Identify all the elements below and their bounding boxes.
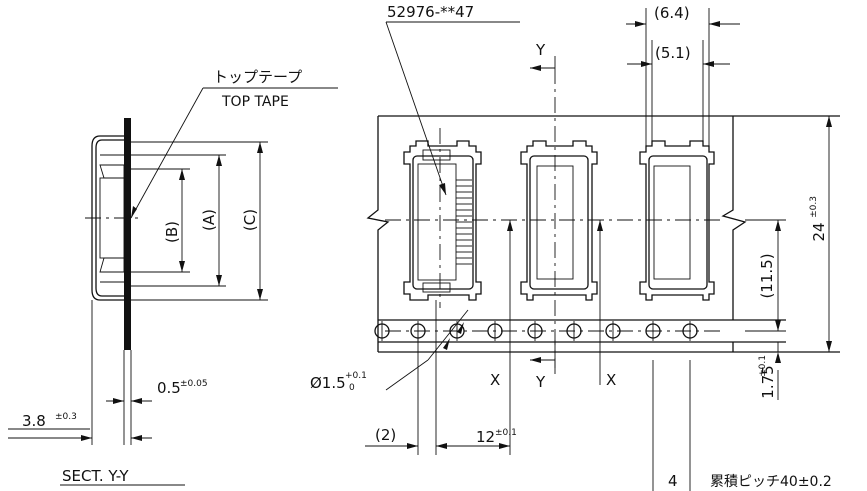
tape-wall — [124, 118, 131, 350]
dim-0-5-label: 0.5 — [157, 379, 181, 397]
top-tape-jp-label: トップテープ — [213, 68, 302, 86]
connector-contacts — [456, 179, 472, 265]
dim-0-5-tolerance: ±0.05 — [180, 379, 208, 389]
section-y-top-label: Y — [535, 41, 546, 59]
hole-tolerance-zero: 0 — [349, 383, 355, 393]
dim-a-label: (A) — [200, 209, 218, 231]
dim-12-label: 12 — [476, 428, 495, 446]
tape-plan-view — [365, 8, 840, 491]
cumulative-pitch-label: 累積ピッチ40±0.2 — [710, 474, 832, 490]
pocket-with-connector — [403, 128, 482, 308]
dim-5-1-label: (5.1) — [655, 44, 691, 62]
dim-11-5-label: (11.5) — [758, 253, 776, 298]
top-tape-en-label: TOP TAPE — [221, 94, 289, 110]
dim-1-75-label: 1.75 — [759, 365, 777, 398]
section-title: SECT. Y-Y — [62, 467, 129, 485]
dim-24-label: 24 — [810, 222, 828, 241]
dim-24-tolerance: ±0.3 — [809, 196, 819, 218]
part-number-label: 52976-**47 — [387, 3, 474, 21]
dim-6-4-label: (6.4) — [654, 4, 690, 22]
section-y-bottom-label: Y — [535, 373, 546, 391]
dim-b-label: (B) — [163, 221, 181, 243]
section-x-right-label: X — [606, 371, 616, 389]
section-x-left-label: X — [490, 371, 500, 389]
dim-4-label: 4 — [668, 472, 678, 490]
hole-tolerance-plus: +0.1 — [345, 371, 367, 381]
dim-1-75-tolerance: ±0.1 — [758, 355, 768, 377]
empty-pocket-3 — [639, 140, 715, 301]
dim-3-8-label: 3.8 — [22, 412, 46, 430]
dim-3-8-tolerance: ±0.3 — [55, 412, 77, 422]
section-view — [8, 87, 338, 486]
hole-diameter-label: Ø1.5 — [310, 374, 346, 392]
dim-2-label: (2) — [375, 426, 396, 444]
dim-12-tolerance: ±0.1 — [495, 428, 517, 438]
dim-c-label: (C) — [241, 209, 259, 231]
empty-pocket-2 — [520, 68, 598, 378]
